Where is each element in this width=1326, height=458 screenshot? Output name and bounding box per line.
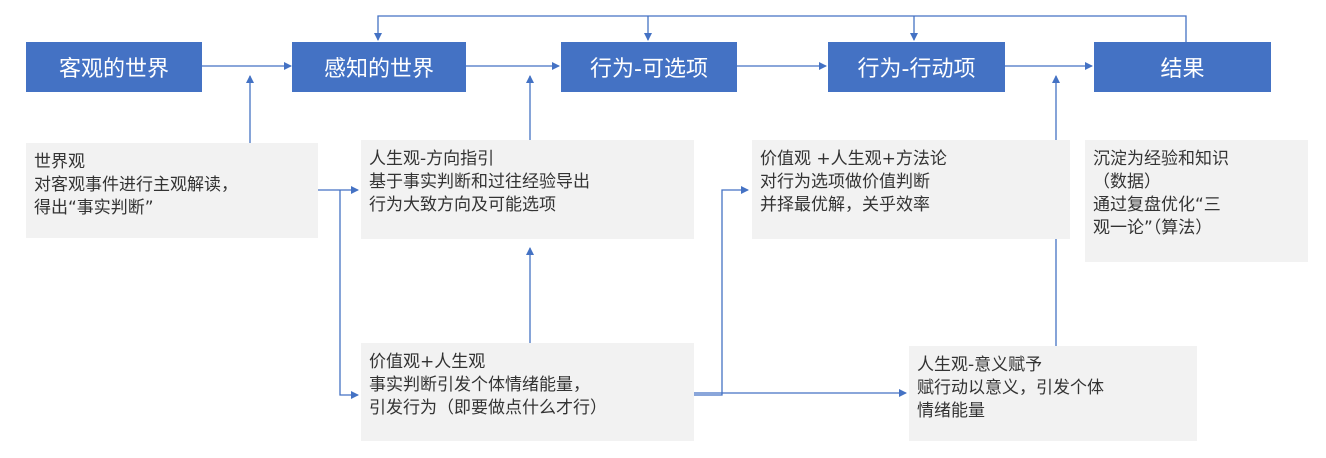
- node-behavior-actions-label: 行为-行动项: [857, 57, 976, 82]
- note-life-direction-line: 人生观-方向指引: [369, 149, 495, 169]
- note-emotion-energy-line: 事实判断引发个体情绪能量，: [369, 375, 590, 395]
- arrow-emotion-to-values: [693, 186, 749, 396]
- node-result-label: 结果: [1160, 57, 1205, 82]
- note-worldview: 世界观 对客观事件进行主观解读， 得出“事实判断”: [26, 143, 318, 238]
- note-life-direction-line: 基于事实判断和过往经验导出: [369, 172, 590, 192]
- note-life-direction-line: 行为大致方向及可能选项: [369, 195, 556, 215]
- node-objective-world: 客观的世界: [26, 42, 202, 92]
- note-experience: 沉淀为经验和知识 （数据） 通过复盘优化“三 观一论”（算法）: [1085, 140, 1308, 262]
- note-worldview-line: 世界观: [34, 152, 85, 172]
- note-life-direction: 人生观-方向指引 基于事实判断和过往经验导出 行为大致方向及可能选项: [361, 140, 694, 239]
- node-result: 结果: [1094, 42, 1271, 92]
- note-experience-line: （数据）: [1093, 172, 1161, 192]
- note-values-method: 价值观 +人生观+方法论 对行为选项做价值判断 并择最优解，关乎效率: [752, 140, 1070, 239]
- note-meaning-line: 情绪能量: [917, 401, 985, 421]
- note-emotion-energy-line: 引发行为（即要做点什么才行）: [369, 398, 607, 418]
- note-experience-line: 观一论”（算法）: [1093, 218, 1213, 238]
- node-objective-world-label: 客观的世界: [58, 57, 169, 82]
- node-perceived-world: 感知的世界: [292, 42, 466, 92]
- feedback-loop-line: [374, 15, 1187, 42]
- note-emotion-energy: 价值观+人生观 事实判断引发个体情绪能量， 引发行为（即要做点什么才行）: [361, 343, 694, 441]
- node-behavior-actions: 行为-行动项: [828, 42, 1005, 92]
- note-values-method-line: 并择最优解，关乎效率: [760, 195, 930, 215]
- node-behavior-options: 行为-可选项: [561, 42, 737, 92]
- note-meaning-line: 赋行动以意义，引发个体: [917, 378, 1104, 398]
- note-experience-line: 沉淀为经验和知识: [1093, 149, 1229, 169]
- note-meaning: 人生观-意义赋予 赋行动以意义，引发个体 情绪能量: [909, 346, 1197, 441]
- note-emotion-energy-line: 价值观+人生观: [369, 352, 486, 372]
- note-experience-line: 通过复盘优化“三: [1093, 195, 1221, 215]
- arrow-worldview-to-emotion: [339, 190, 359, 399]
- note-worldview-line: 得出“事实判断”: [34, 198, 154, 218]
- node-perceived-world-label: 感知的世界: [323, 57, 434, 82]
- note-meaning-line: 人生观-意义赋予: [917, 355, 1043, 375]
- note-values-method-line: 对行为选项做价值判断: [760, 172, 930, 192]
- note-values-method-line: 价值观 +人生观+方法论: [760, 149, 947, 169]
- node-behavior-options-label: 行为-可选项: [590, 57, 708, 82]
- note-worldview-line: 对客观事件进行主观解读，: [34, 175, 238, 195]
